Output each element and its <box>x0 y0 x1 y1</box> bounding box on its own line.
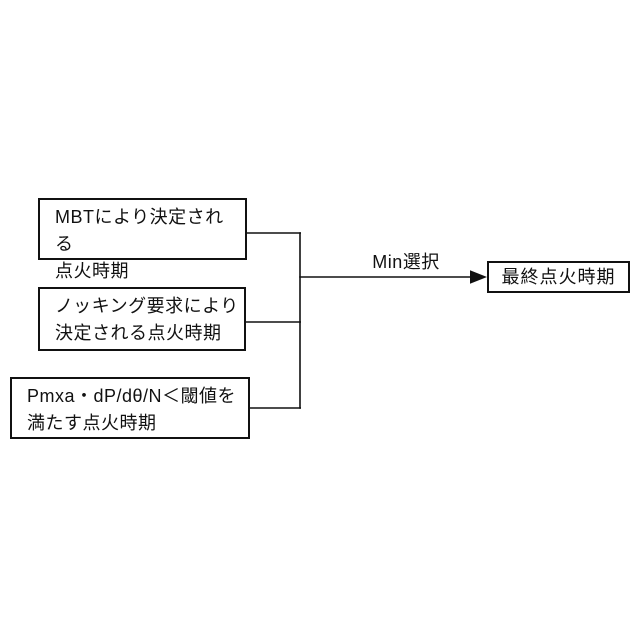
output-box-final-ignition-timing: 最終点火時期 <box>487 261 630 293</box>
input-box-knocking: ノッキング要求により 決定される点火時期 <box>38 287 246 351</box>
arrow-label-min-select: Min選択 <box>372 252 440 272</box>
arrowhead-icon <box>470 270 487 284</box>
input-box-mbt: MBTにより決定される 点火時期 <box>38 198 247 281</box>
input-box-knocking-label: ノッキング要求により 決定される点火時期 <box>55 296 239 343</box>
output-box-label: 最終点火時期 <box>501 267 616 287</box>
input-box-mbt-label: MBTにより決定される 点火時期 <box>55 207 224 281</box>
input-box-pmax-threshold-label: Pmxa・dP/dθ/N＜閾値を 満たす点火時期 <box>27 386 237 433</box>
input-box-pmax-threshold: Pmxa・dP/dθ/N＜閾値を 満たす点火時期 <box>10 377 250 439</box>
